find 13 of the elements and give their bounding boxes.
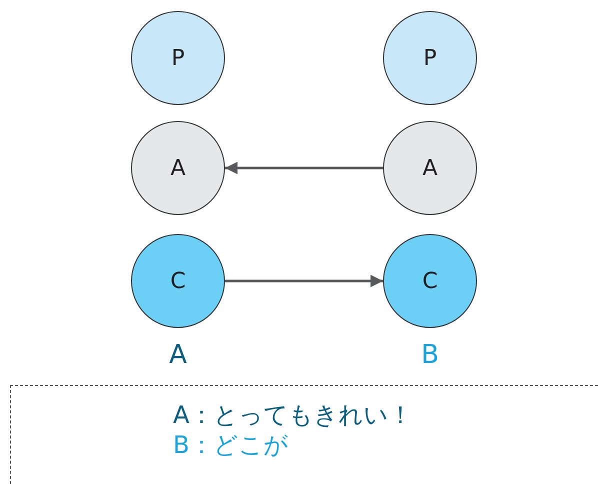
note-text: A：とってもきれい！ [173, 400, 412, 430]
node-label: C [422, 268, 438, 294]
arrow [225, 274, 383, 288]
column-label: A [169, 340, 187, 370]
column-label: B [421, 340, 439, 370]
arrow [225, 162, 383, 174]
note-text: B：どこが [173, 430, 288, 460]
node-label: A [170, 156, 186, 180]
note-box [10, 385, 598, 484]
node-label: P [171, 46, 185, 70]
node-label: C [170, 268, 186, 294]
node-label: P [423, 46, 437, 70]
node-label: A [422, 156, 438, 180]
